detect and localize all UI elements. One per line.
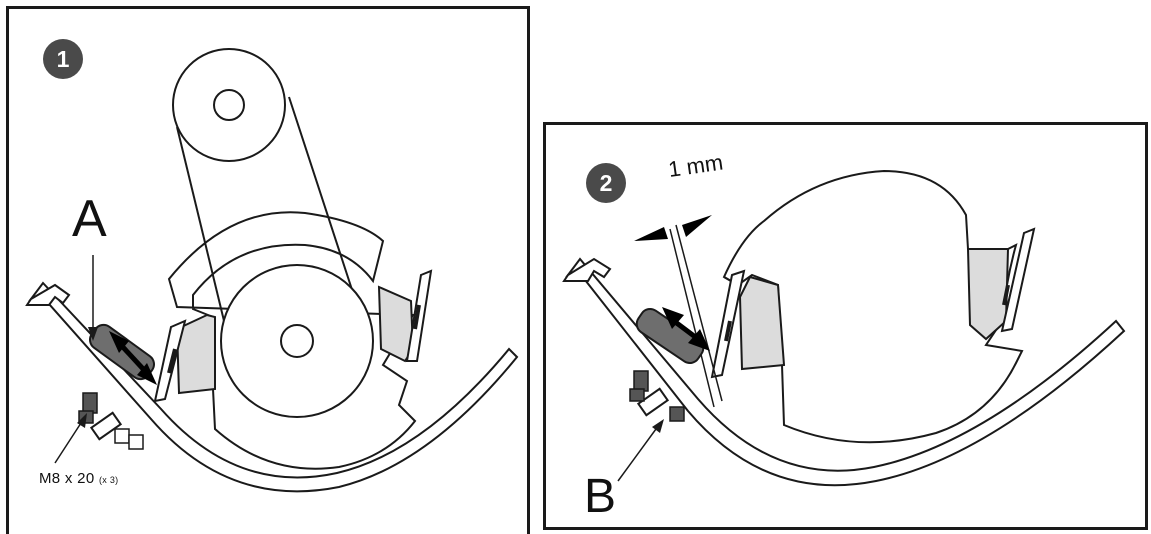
guard-block-left <box>175 313 216 395</box>
bolt-spec: M8 x 20 <box>39 470 95 487</box>
mounting-tab <box>89 411 123 441</box>
flap-right <box>1000 227 1036 333</box>
step-number: 1 <box>56 46 70 72</box>
step-number-badge: 2 <box>586 163 626 203</box>
outer-housing <box>28 281 519 493</box>
gap-line-right <box>675 224 723 402</box>
callout-label-b: B <box>584 470 617 523</box>
adjust-double-arrow <box>109 331 157 385</box>
leader-b <box>617 428 657 482</box>
lower-pulley-hub <box>280 324 314 358</box>
housing-hook <box>25 283 71 306</box>
housing-hook <box>562 257 612 282</box>
gap-dimension-arrows <box>634 215 712 241</box>
step-2-diagram <box>562 169 1126 487</box>
gap-line-left <box>669 228 715 408</box>
leader-bolt <box>54 422 82 464</box>
adjust-double-arrow <box>662 307 710 351</box>
mounting-tab <box>636 387 670 417</box>
guard-block-right <box>966 248 1010 341</box>
bolt-quantity: (x 3) <box>98 475 119 485</box>
belt-line-right <box>288 96 358 306</box>
rotor-drum <box>722 169 1024 444</box>
outer-housing <box>565 257 1126 487</box>
step-1-diagram <box>25 48 519 493</box>
step-number-badge: 1 <box>43 39 83 79</box>
callout-label-a: A <box>72 190 107 248</box>
bolt-group <box>629 370 685 422</box>
step-number: 2 <box>599 170 613 196</box>
upper-pulley-hub <box>213 89 245 121</box>
guard-block-left <box>738 275 786 371</box>
bolt-spec-label: M8 x 20 (x 3) <box>39 471 118 486</box>
belt-line-left <box>176 126 226 326</box>
step-1-panel: 1 A M8 x 20 (x 3) <box>6 6 530 534</box>
step-2-panel: 2 1 mm B <box>543 122 1148 530</box>
